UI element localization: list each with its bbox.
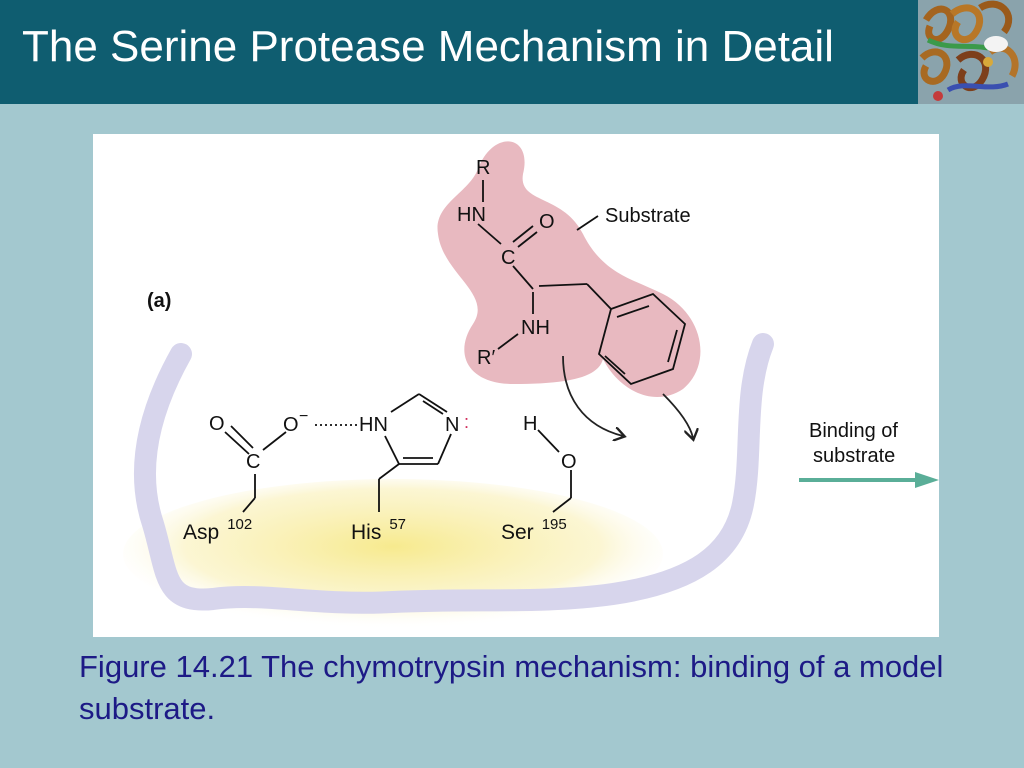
enzyme-backbone xyxy=(133,333,774,614)
binding-curve-arrow-2 xyxy=(662,393,693,438)
substrate-pointer xyxy=(576,215,599,231)
atom-hn-substrate: HN xyxy=(457,204,486,226)
atom-nh-substrate: NH xyxy=(521,317,550,339)
title-bar: The Serine Protease Mechanism in Detail xyxy=(0,0,918,104)
atom-asp-o1: O xyxy=(209,413,225,435)
substrate-blob xyxy=(437,141,701,398)
figure-caption: Figure 14.21 The chymotrypsin mechanism:… xyxy=(79,649,944,726)
binding-arrow-icon xyxy=(799,472,939,488)
slide-title: The Serine Protease Mechanism in Detail xyxy=(22,22,834,71)
atom-ser-h: H xyxy=(523,413,537,435)
his-imidazole xyxy=(378,393,452,512)
panel-label: (a) xyxy=(147,290,171,312)
substrate-structure xyxy=(477,180,687,386)
atom-o-carbonyl: O xyxy=(539,211,555,233)
ser-sidechain xyxy=(537,429,572,513)
atom-asp-c: C xyxy=(246,451,260,473)
substrate-label: Substrate xyxy=(605,205,691,227)
binding-label-line1: Binding of xyxy=(809,420,898,442)
atom-r-prime: R′ xyxy=(477,347,495,369)
his-lone-pair: : xyxy=(464,412,469,432)
atom-r: R xyxy=(476,157,490,179)
protein-ribbon-icon xyxy=(918,0,1024,104)
atom-his-n: N xyxy=(445,414,459,436)
atom-ser-o: O xyxy=(561,451,577,473)
asp-sidechain xyxy=(224,425,287,513)
binding-curve-arrow-1 xyxy=(562,355,623,436)
atom-asp-o2: O xyxy=(283,414,299,436)
mechanism-figure: (a) Substrate R HN O C NH R′ xyxy=(93,134,939,637)
binding-label-line2: substrate xyxy=(813,445,895,467)
atom-his-hn: HN xyxy=(359,414,388,436)
asp-charge: − xyxy=(299,408,308,425)
atom-c-carbonyl: C xyxy=(501,247,515,269)
